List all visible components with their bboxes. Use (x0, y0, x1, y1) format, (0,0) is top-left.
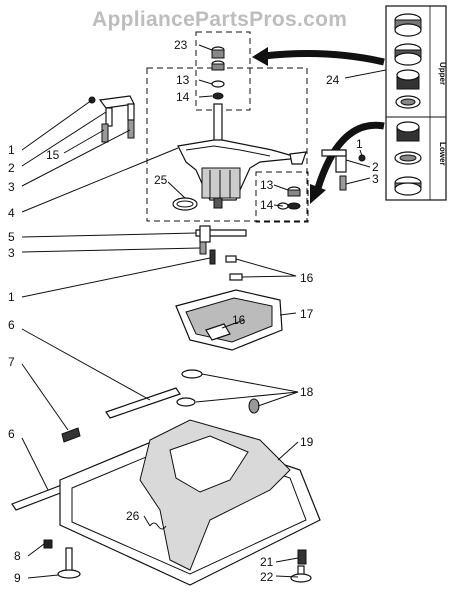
leveling-feet (43, 539, 312, 583)
lower-bearing-parts (277, 186, 301, 210)
callout-18: 18 (300, 385, 314, 399)
seal-ring-inner (176, 200, 194, 208)
snubber-pads (176, 369, 260, 414)
callout-13-lower: 13 (260, 178, 274, 192)
lower-kit-label: Lower (438, 142, 447, 166)
callout-3-lower: 3 (8, 246, 15, 260)
callout-7: 7 (8, 355, 15, 369)
upper-kit-arrow (263, 50, 385, 66)
callout-8: 8 (14, 549, 21, 563)
upper-arrow-head (252, 47, 268, 66)
callout-1-left: 1 (8, 143, 15, 157)
callout-3-left: 3 (8, 180, 15, 194)
callout-3-right: 3 (372, 172, 379, 186)
upper-kit-label: Upper (438, 62, 447, 85)
lower-kit-arrow (314, 121, 385, 190)
callout-15: 15 (46, 148, 60, 162)
callout-4: 4 (8, 206, 15, 220)
callout-26: 26 (126, 509, 140, 523)
lower-arrow-head (310, 184, 326, 204)
base-frame (59, 419, 321, 586)
callout-1-lower: 1 (8, 290, 15, 304)
callout-numbers: 23 13 14 24 1 2 15 3 4 25 1 2 3 13 14 5 … (8, 38, 379, 585)
callout-14-upper: 14 (176, 90, 190, 104)
callout-13-upper: 13 (176, 73, 190, 87)
spring-clip (149, 522, 167, 530)
callout-6-lower: 6 (8, 427, 15, 441)
bracket-assembly (175, 255, 283, 351)
callout-24: 24 (326, 73, 340, 87)
callout-6-upper: 6 (8, 318, 15, 332)
callout-2-right: 2 (372, 160, 379, 174)
bearing-kit-box: Upper Lower (385, 5, 447, 201)
callout-16-upper: 16 (300, 271, 314, 285)
callout-19: 19 (300, 435, 314, 449)
watermark-text: AppliancePartsPros.com (92, 8, 348, 31)
shift-lever-parts (195, 225, 247, 265)
callout-2-left: 2 (8, 161, 15, 175)
callout-16-lower: 16 (232, 313, 246, 327)
left-lever-parts (88, 95, 135, 143)
callout-9: 9 (14, 571, 21, 585)
upper-bearing-parts (211, 46, 225, 100)
lower-bearing-frame (255, 171, 309, 223)
upper-bearing-frame (195, 31, 251, 111)
callout-23: 23 (174, 38, 188, 52)
callout-1-right: 1 (356, 137, 363, 151)
callout-21: 21 (260, 555, 274, 569)
right-lever-parts (321, 149, 366, 191)
leader-lines (21, 44, 387, 579)
transmission-assembly (177, 103, 307, 209)
callout-17: 17 (300, 307, 314, 321)
callout-14-lower: 14 (260, 198, 274, 212)
mechanism-frame (146, 67, 308, 222)
callout-22: 22 (260, 570, 274, 584)
callout-5: 5 (8, 230, 15, 244)
callout-25: 25 (154, 173, 168, 187)
